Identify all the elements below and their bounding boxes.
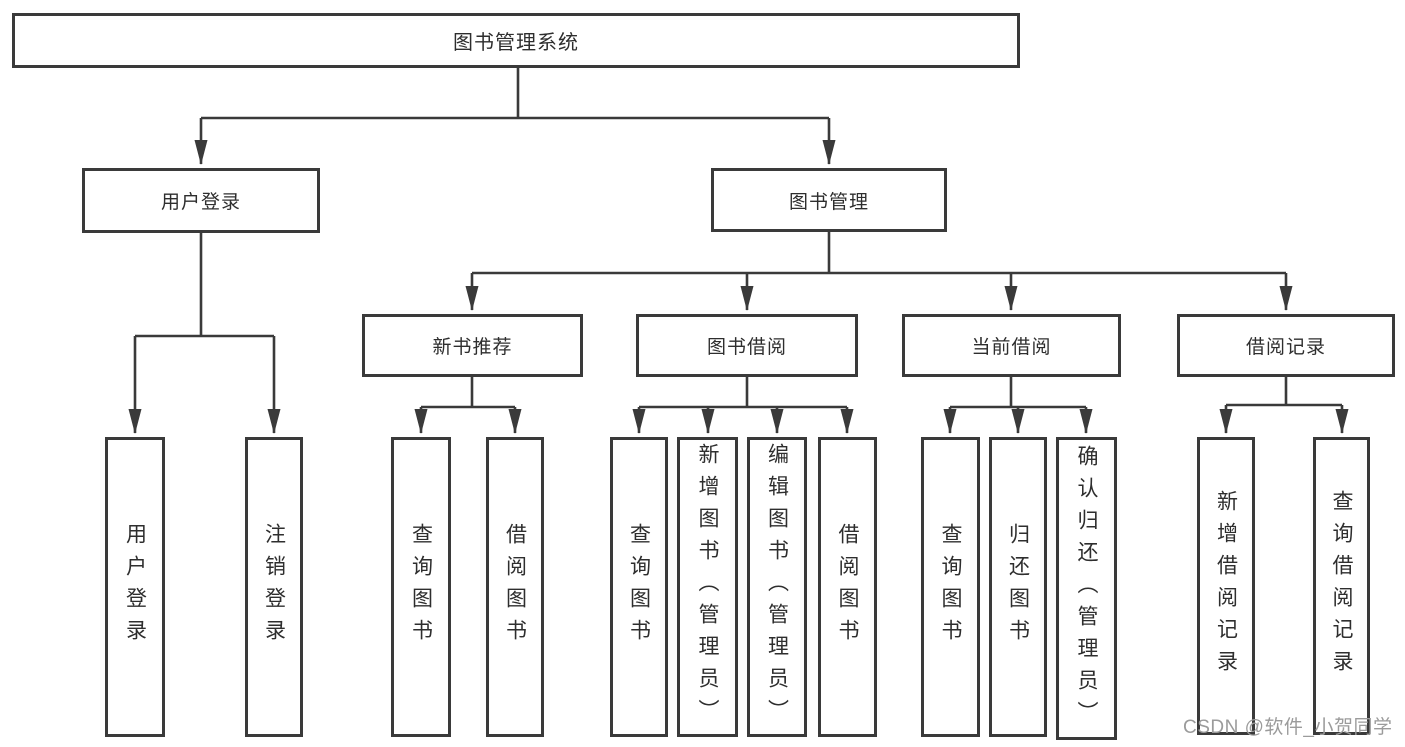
leaf-query-books-current: 查询图书: [921, 437, 980, 737]
node-label: 用户登录: [123, 523, 147, 651]
leaf-logout: 注销登录: [245, 437, 303, 737]
leaf-add-books-admin: 新增图书（管理员）: [677, 437, 738, 737]
node-label: 借阅图书: [503, 523, 527, 651]
node-label: 新增借阅记录: [1214, 490, 1238, 682]
leaf-edit-books-admin: 编辑图书（管理员）: [747, 437, 807, 737]
node-label: 查询借阅记录: [1330, 490, 1353, 682]
node-label: 图书借阅: [706, 337, 787, 358]
node-label: 借阅记录: [1245, 337, 1326, 358]
leaf-query-books-borrow: 查询图书: [610, 437, 668, 737]
csdn-watermark: CSDN @软件_小贺同学: [1183, 717, 1393, 738]
node-label: 借阅图书: [836, 523, 859, 651]
node-label: 图书管理系统: [453, 32, 579, 54]
node-new-book-recommend: 新书推荐: [362, 314, 583, 377]
leaf-add-borrow-record: 新增借阅记录: [1197, 437, 1255, 735]
node-book-borrow: 图书借阅: [636, 314, 858, 377]
leaf-confirm-return-admin: 确认归还（管理员）: [1056, 437, 1117, 740]
node-label: 查询图书: [627, 523, 651, 651]
node-label: 编辑图书（管理员）: [765, 443, 789, 731]
node-current-borrow: 当前借阅: [902, 314, 1121, 377]
node-label: 图书管理: [788, 191, 869, 213]
node-label: 查询图书: [409, 523, 433, 651]
leaf-user-login: 用户登录: [105, 437, 165, 737]
node-label: 注销登录: [262, 523, 286, 651]
leaf-query-books-recommend: 查询图书: [391, 437, 451, 737]
node-root-library-system: 图书管理系统: [12, 13, 1020, 68]
node-label: 新增图书（管理员）: [696, 443, 719, 731]
node-label: 当前借阅: [971, 337, 1052, 358]
node-borrow-records: 借阅记录: [1177, 314, 1395, 377]
node-user-login: 用户登录: [82, 168, 320, 233]
node-label: 归还图书: [1006, 523, 1030, 651]
leaf-borrow-books-recommend: 借阅图书: [486, 437, 544, 737]
node-book-management: 图书管理: [711, 168, 947, 232]
node-label: 用户登录: [160, 192, 241, 213]
leaf-return-books: 归还图书: [989, 437, 1047, 737]
node-label: 新书推荐: [432, 337, 513, 358]
node-label: 查询图书: [939, 523, 962, 651]
leaf-query-borrow-record: 查询借阅记录: [1313, 437, 1370, 735]
node-label: 确认归还（管理员）: [1075, 444, 1098, 733]
leaf-borrow-books: 借阅图书: [818, 437, 877, 737]
